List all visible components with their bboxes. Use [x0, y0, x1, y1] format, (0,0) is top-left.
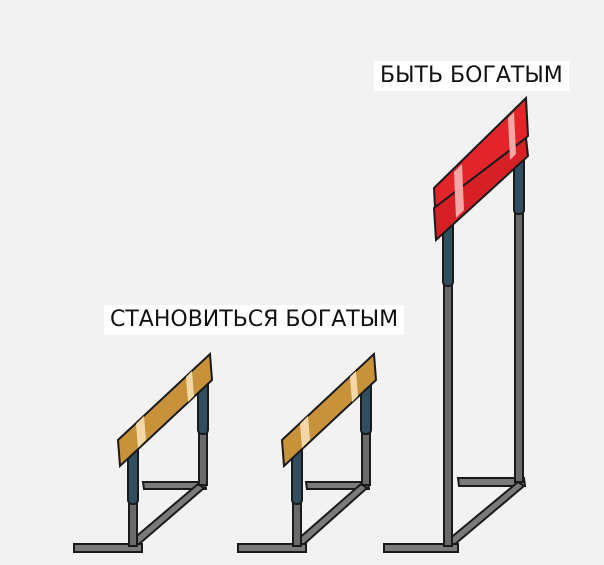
hurdle-base-back [304, 481, 371, 490]
hurdle-post-front-lower [128, 499, 138, 547]
hurdle-base-front [237, 543, 307, 553]
hurdle-post-front-lower [292, 499, 302, 547]
hurdle-post-back-lower [361, 429, 371, 486]
hurdle-base-diagonal [295, 482, 369, 547]
hurdle-crossbar-stripe [186, 371, 194, 402]
hurdle-crossbar-stripe [454, 164, 464, 218]
hurdle-crossbar-stripe [350, 371, 358, 402]
hurdle-crossbar-stripe [300, 416, 310, 448]
high-hurdle-right [383, 95, 530, 553]
low-hurdle-middle [237, 351, 378, 553]
low-hurdle-left [73, 351, 214, 553]
caption-being-rich: БЫТЬ БОГАТЫМ [374, 61, 569, 91]
hurdle-crossbar-stripe [508, 112, 516, 160]
hurdle-post-front-lower [443, 281, 453, 547]
hurdle-base-diagonal [130, 482, 206, 547]
hurdle-crossbar-stripe [136, 416, 146, 448]
hurdle-base-diagonal [446, 480, 526, 547]
hurdle-base-front [73, 543, 143, 553]
caption-becoming-rich: СТАНОВИТЬСЯ БОГАТЫМ [104, 305, 405, 335]
hurdle-base-back [141, 481, 208, 490]
hurdle-base-front [383, 543, 459, 553]
hurdle-post-back-lower [514, 209, 524, 483]
hurdle-post-back-lower [198, 429, 208, 486]
